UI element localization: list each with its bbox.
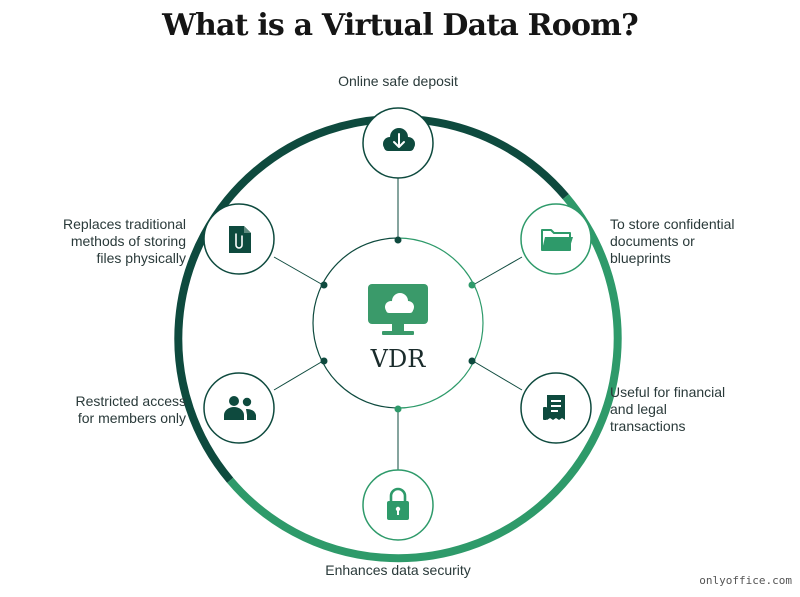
feature-label-line: Enhances data security bbox=[325, 562, 471, 578]
hub-dot-top bbox=[394, 236, 402, 244]
feature-node-lower-left bbox=[203, 372, 275, 444]
watermark: onlyoffice.com bbox=[699, 574, 792, 587]
feature-label-line: Restricted access bbox=[75, 393, 186, 409]
hub-label: VDR bbox=[370, 345, 427, 373]
lock-icon bbox=[387, 487, 409, 520]
feature-label-line: blueprints bbox=[610, 250, 671, 266]
cloud-download-icon bbox=[383, 128, 415, 151]
feature-node-lower-right bbox=[520, 372, 592, 444]
feature-node-upper-left bbox=[203, 203, 275, 275]
paperclip-file-icon bbox=[229, 226, 251, 253]
feature-label-line: and legal bbox=[610, 401, 667, 417]
connector-lower-right bbox=[472, 360, 523, 391]
feature-label-upper-left: Replaces traditional methods of storing … bbox=[6, 216, 186, 267]
feature-label-line: documents or bbox=[610, 233, 695, 249]
connector-upper-right bbox=[472, 256, 523, 286]
feature-label-line: To store confidential bbox=[610, 216, 735, 232]
feature-label-line: transactions bbox=[610, 418, 686, 434]
hub-dot-upper-left bbox=[320, 281, 328, 289]
hub-dot-lower-right bbox=[468, 357, 476, 365]
feature-label-line: for members only bbox=[77, 410, 186, 426]
connector-upper-left bbox=[273, 256, 324, 286]
feature-node-bottom bbox=[362, 469, 434, 541]
feature-label-top: Online safe deposit bbox=[248, 73, 548, 90]
page-title: What is a Virtual Data Room? bbox=[162, 8, 639, 43]
feature-label-bottom: Enhances data security bbox=[248, 562, 548, 579]
feature-label-line: files physically bbox=[96, 250, 186, 266]
feature-label-line: Useful for financial bbox=[610, 384, 726, 400]
outer-ring-dark-arc bbox=[174, 114, 569, 483]
feature-node-top bbox=[362, 107, 434, 179]
users-icon bbox=[224, 396, 256, 420]
connectors bbox=[273, 178, 523, 474]
outer-ring bbox=[174, 114, 622, 563]
receipt-document-icon bbox=[543, 395, 565, 420]
feature-label-upper-right: To store confidential documents or bluep… bbox=[610, 216, 790, 267]
hub-dot-upper-right bbox=[468, 281, 476, 289]
feature-label-line: Online safe deposit bbox=[338, 73, 458, 89]
hub-dots bbox=[320, 236, 476, 413]
connector-lower-left bbox=[273, 360, 324, 391]
hub-dot-bottom bbox=[394, 405, 402, 413]
folder-icon bbox=[541, 229, 573, 251]
feature-label-line: methods of storing bbox=[70, 233, 186, 249]
hub-dot-lower-left bbox=[320, 357, 328, 365]
outer-ring-green-arc bbox=[227, 194, 622, 563]
monitor-cloud-icon bbox=[368, 284, 428, 335]
feature-label-line: Replaces traditional bbox=[63, 216, 186, 232]
feature-node-upper-right bbox=[520, 203, 592, 275]
feature-label-lower-right: Useful for financial and legal transacti… bbox=[610, 384, 790, 435]
hub-circle bbox=[312, 237, 484, 409]
feature-label-lower-left: Restricted access for members only bbox=[6, 393, 186, 427]
